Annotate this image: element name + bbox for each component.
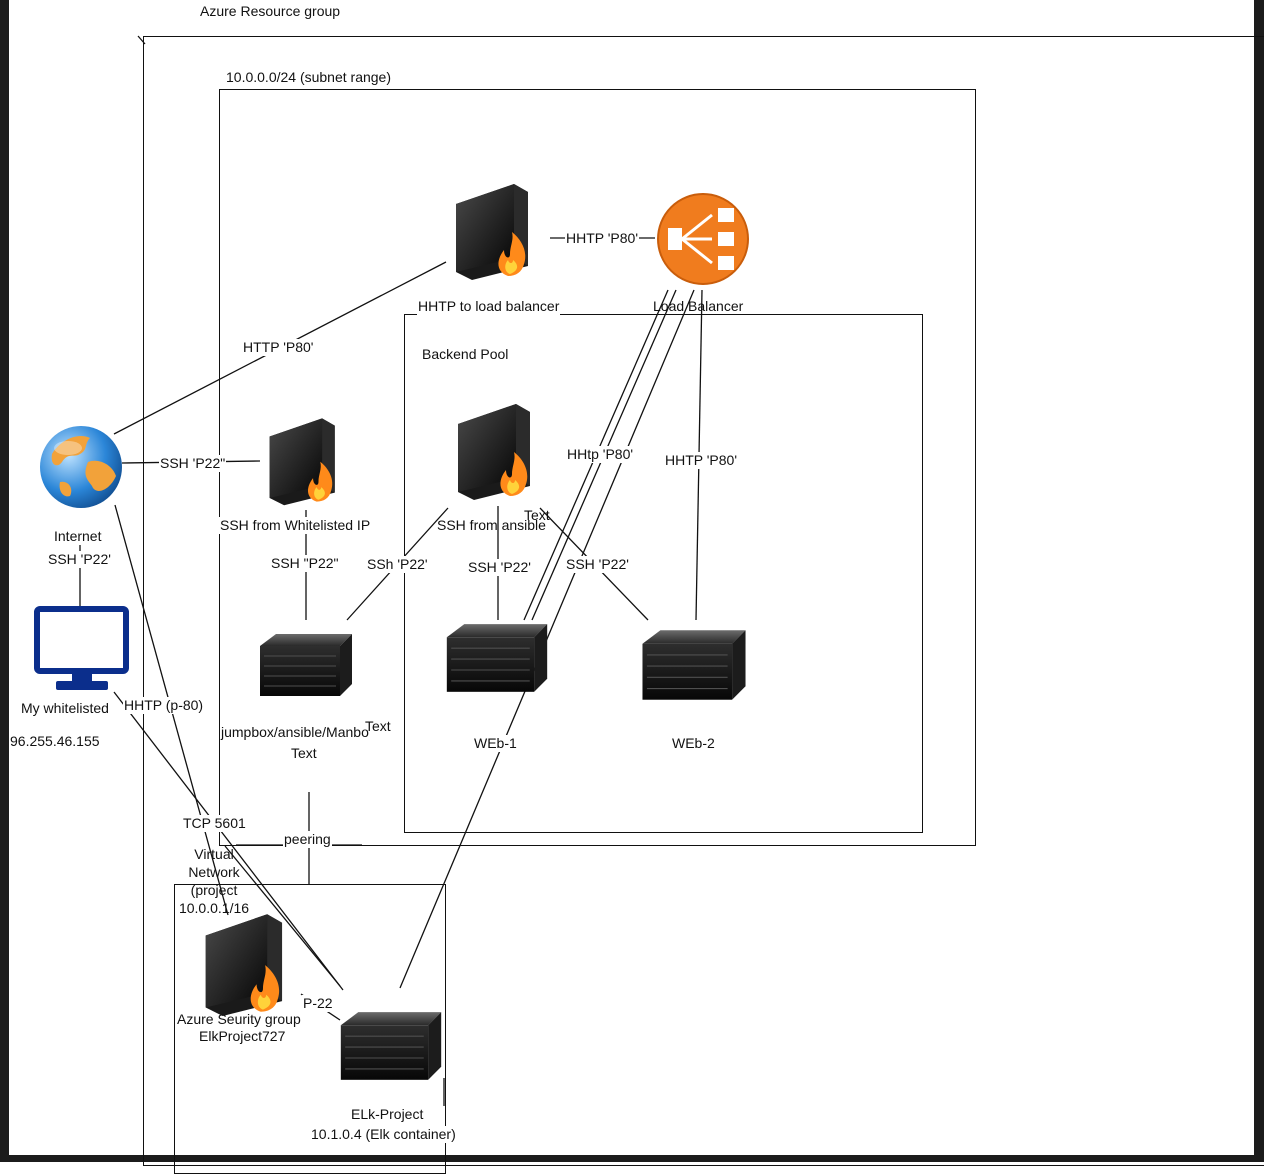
edge-label-pc-http: HHTP (p-80) [123,697,205,714]
rack-server-icon[interactable] [638,628,750,702]
elk-nsg-label-1: Azure Seurity group [177,1011,301,1027]
edge-label-backend-web1: SSH 'P22' [467,559,532,576]
my-pc-label: My whitelisted [20,700,110,717]
jumpbox-sub-label: Text [291,745,317,761]
edge-label-lb-web1: HHtp 'P80' [566,446,635,463]
resource-group-label: Azure Resource group [200,3,341,19]
edge-pc-elk [113,691,344,991]
backend-pool-label: Backend Pool [421,346,510,363]
server-with-flame-icon[interactable] [452,180,536,280]
firewall-backend-label: SSH from ansible [437,517,546,533]
my-ip-label: 96.255.46.155 [10,733,100,749]
web1-label: WEb-1 [473,735,518,752]
elk-nsg-label-2: ElkProject727 [199,1028,286,1044]
edge-label-peering: peering [283,831,332,848]
window-edge-left [0,0,9,1162]
server-with-flame-icon[interactable] [200,910,292,1016]
edge-label-fw-lb: HHTP 'P80' [565,230,640,247]
server-with-flame-icon[interactable] [454,400,538,500]
elk-vm-label-1: ELk-Project [350,1106,425,1123]
stray-text-label-1: Text [524,507,550,523]
subnet-label: 10.0.0.0/24 (subnet range) [226,69,392,85]
web2-label: WEb-2 [671,735,716,752]
rack-server-icon[interactable] [256,632,356,698]
monitor-icon[interactable] [34,606,130,692]
edge-label-internet-pc: SSH 'P22' [47,551,112,568]
edge-label-jump-backend: SSh 'P22' [366,556,429,573]
edge-label-pc-tcp: TCP 5601 [182,815,247,832]
load-balancer-label: Load Balancer [653,298,744,314]
backend-pool-box [404,314,923,833]
edge-label-fw-jump: SSH "P22" [270,555,340,572]
globe-icon[interactable] [38,424,124,510]
edge-label-internet-fw: HTTP 'P80' [242,339,315,356]
window-edge-right [1254,0,1264,1162]
corner-tick [137,35,146,45]
rack-server-icon[interactable] [442,622,552,694]
window-edge-bottom [0,1155,1264,1162]
edge-label-backend-web2: SSH 'P22' [565,556,630,573]
edge-label-internet-ssh: SSH 'P22" [159,455,227,472]
edge-vnet-elk [224,845,341,987]
edge-label-elk-ssh: P-22 [302,995,334,1012]
elk-vm-label-2: 10.1.0.4 (Elk container) [310,1126,457,1143]
edge-label-lb-web2: HHTP 'P80' [664,452,739,469]
rack-server-icon[interactable] [336,1010,446,1082]
firewall-lb-label: HHTP to load balancer [417,298,561,315]
virtual-network-label: Virtual Network (project 10.0.0.1/16 [178,846,250,916]
stray-text-label-2: Text [365,718,391,734]
firewall-ssh-label: SSH from Whitelisted IP [219,517,372,534]
server-with-flame-icon[interactable] [266,412,342,508]
jumpbox-label: jumpbox/ansible/Manbo [221,724,369,740]
internet-label: Internet [53,528,103,545]
load-balancer-icon[interactable] [656,192,750,286]
